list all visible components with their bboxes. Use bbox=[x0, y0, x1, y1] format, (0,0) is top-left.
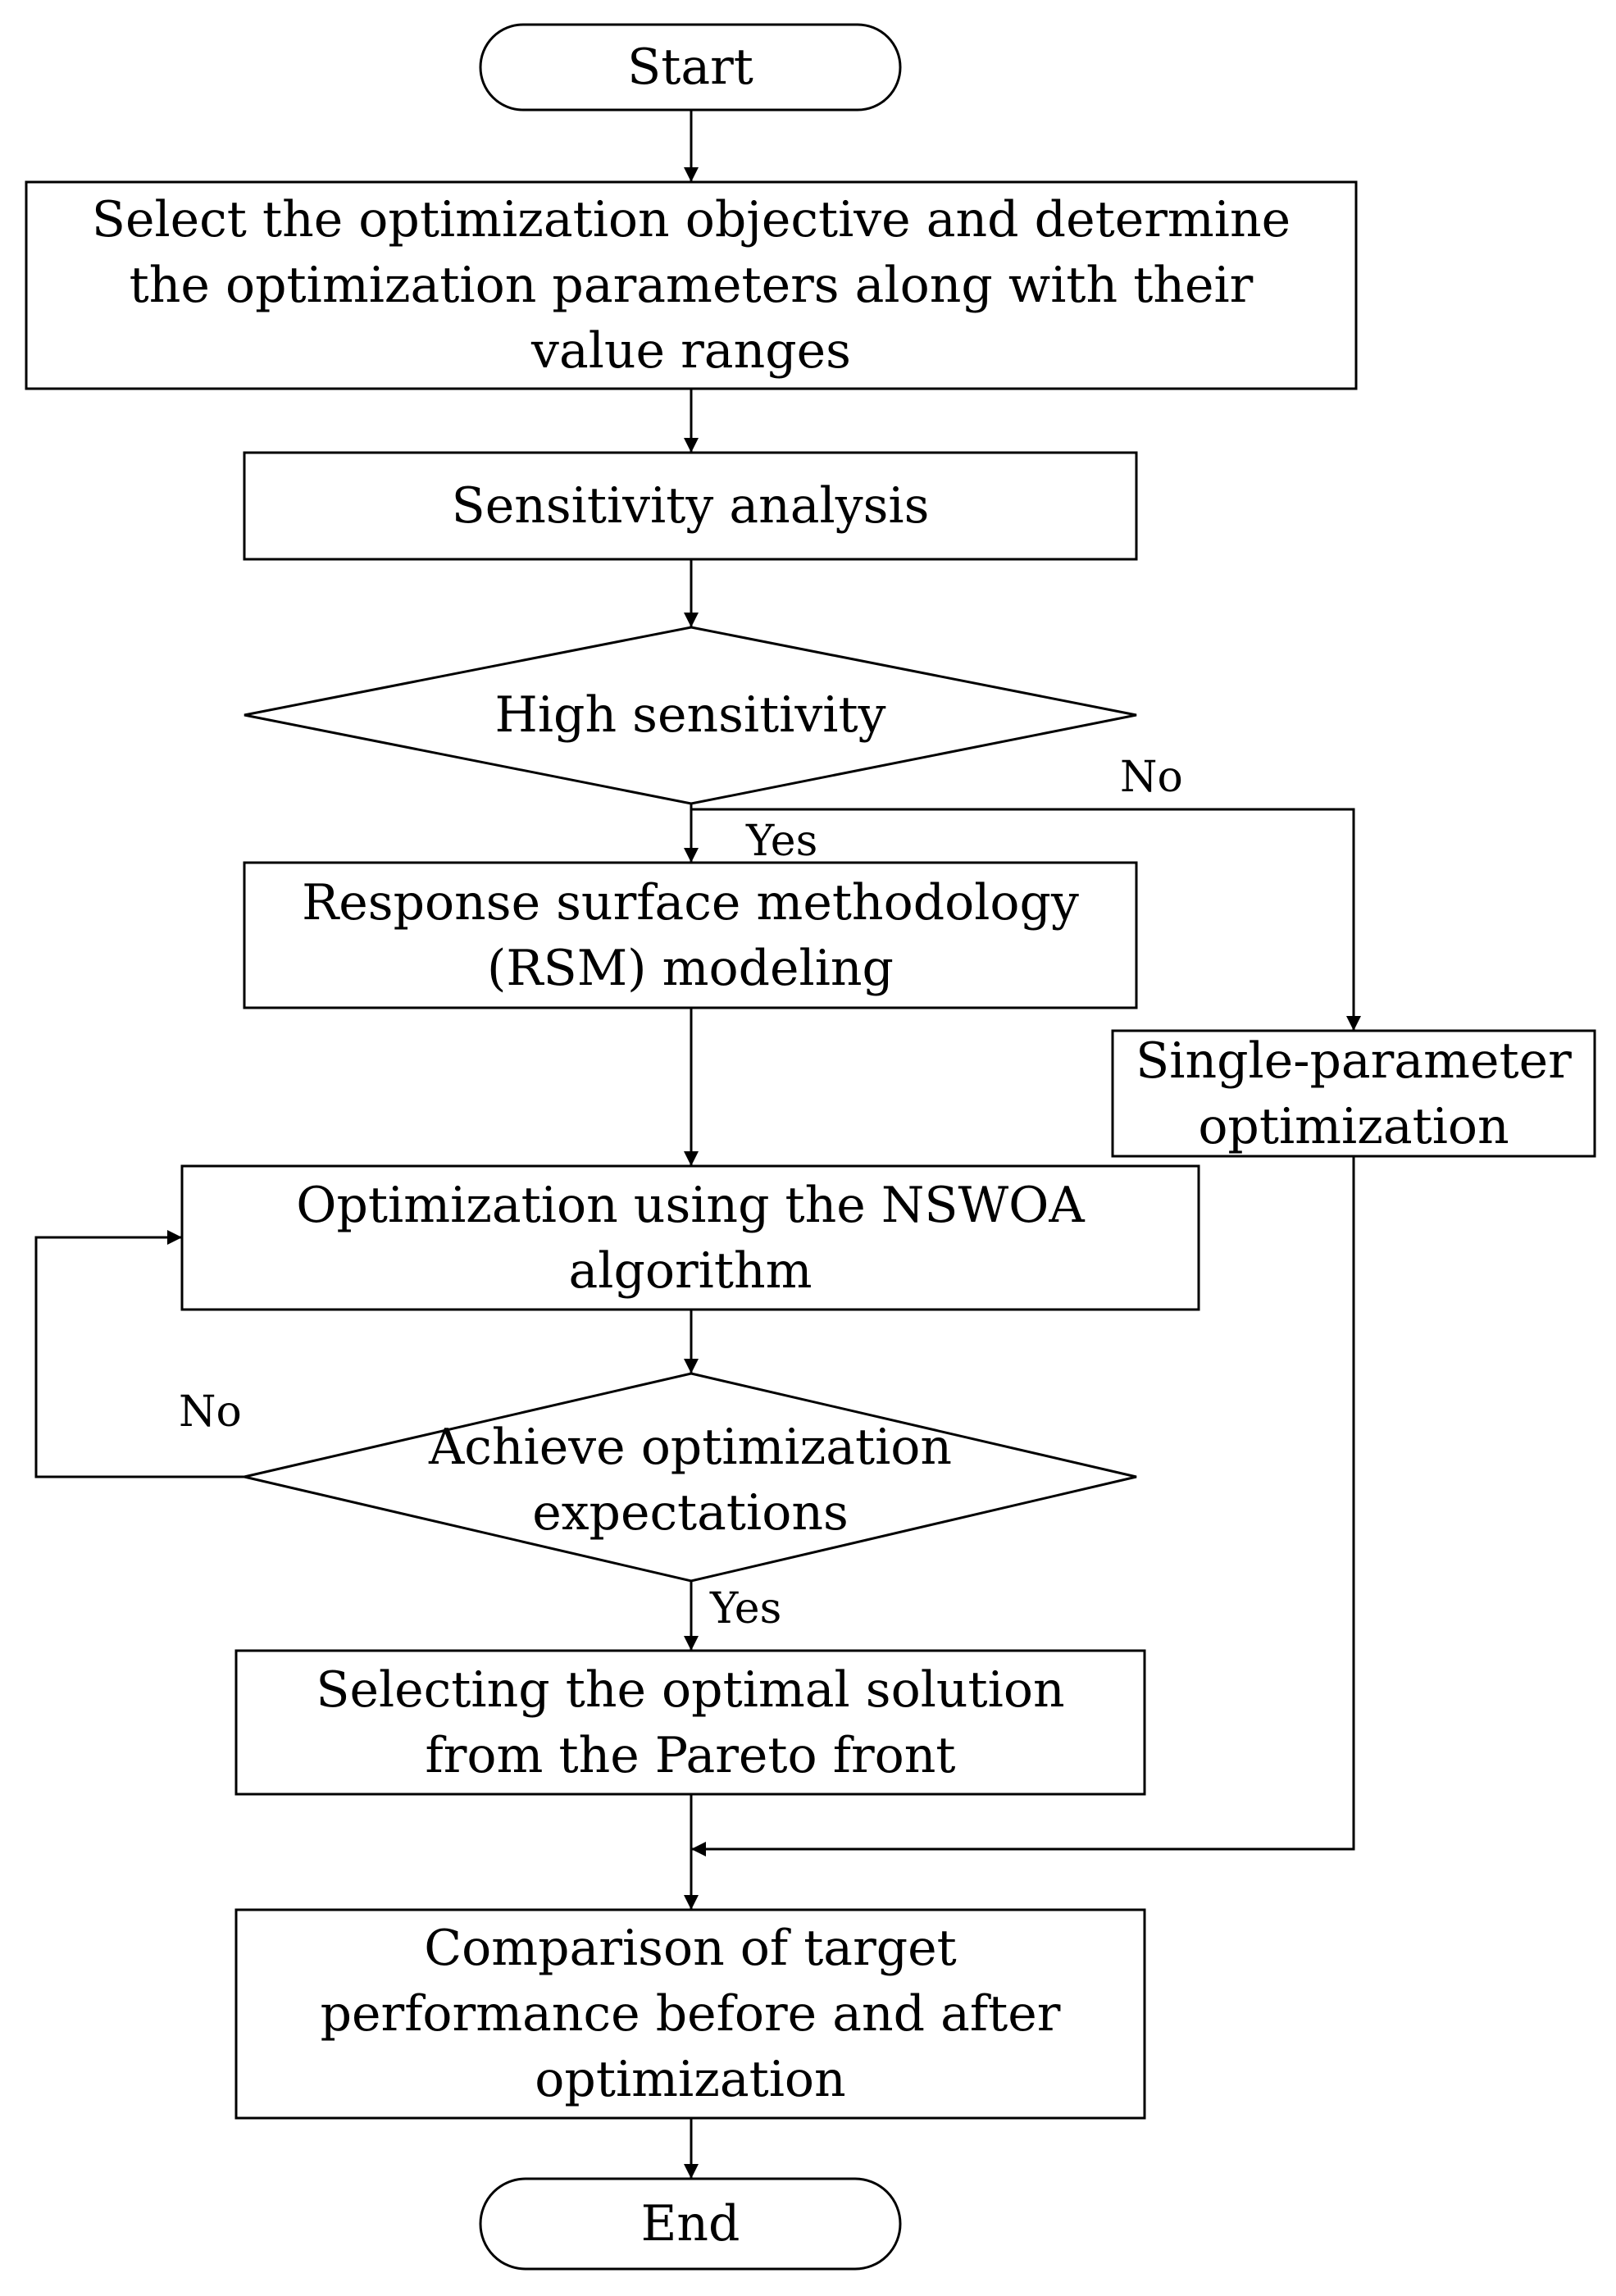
single-parameter-line-1: Single-parameter bbox=[1136, 1032, 1572, 1090]
achieve-no-label: No bbox=[179, 1387, 242, 1437]
high-sensitivity-decision: High sensitivity bbox=[244, 666, 1136, 764]
achieve-expectations-line-1: Achieve optimization bbox=[428, 1419, 953, 1476]
select-objective-line-2: the optimization parameters along with t… bbox=[129, 257, 1254, 314]
high-sensitivity-yes-label: Yes bbox=[746, 817, 818, 866]
select-optimal-line-1: Selecting the optimal solution bbox=[316, 1660, 1065, 1719]
nswoa-optimization-step: Optimization using the NSWOA algorithm bbox=[182, 1166, 1199, 1310]
select-objective-line-3: value ranges bbox=[531, 322, 851, 380]
arrow-no-loop-to-nswoa bbox=[34, 1230, 244, 1478]
rsm-modeling-line-2: (RSM) modeling bbox=[487, 939, 894, 997]
select-objective-line-1: Select the optimization objective and de… bbox=[91, 191, 1291, 248]
nswoa-optimization-line-1: Optimization using the NSWOA bbox=[296, 1176, 1085, 1234]
rsm-modeling-step: Response surface methodology (RSM) model… bbox=[244, 863, 1136, 1008]
sensitivity-analysis-step: Sensitivity analysis bbox=[244, 453, 1136, 559]
single-parameter-line-2: optimization bbox=[1198, 1097, 1509, 1155]
select-objective-step: Select the optimization objective and de… bbox=[26, 182, 1356, 389]
select-optimal-line-2: from the Pareto front bbox=[425, 1726, 956, 1784]
high-sensitivity-no-label: No bbox=[1120, 753, 1183, 802]
end-label: End bbox=[640, 2195, 740, 2253]
rsm-modeling-line-1: Response surface methodology bbox=[302, 873, 1079, 932]
comparison-step: Comparison of target performance before … bbox=[236, 1910, 1145, 2118]
high-sensitivity-label: High sensitivity bbox=[494, 686, 886, 744]
achieve-expectations-line-2: expectations bbox=[532, 1484, 849, 1542]
start-terminal: Start bbox=[480, 25, 900, 110]
start-label: Start bbox=[627, 39, 753, 96]
comparison-line-3: optimization bbox=[535, 2051, 846, 2108]
nswoa-optimization-line-2: algorithm bbox=[568, 1241, 813, 1300]
arrow-single-parameter-merge bbox=[691, 1156, 1355, 1856]
achieve-yes-label: Yes bbox=[710, 1584, 782, 1633]
select-optimal-step: Selecting the optimal solution from the … bbox=[236, 1651, 1145, 1794]
sensitivity-analysis-label: Sensitivity analysis bbox=[451, 477, 930, 535]
single-parameter-step: Single-parameter optimization bbox=[1113, 1031, 1595, 1156]
achieve-expectations-decision: Achieve optimization expectations bbox=[244, 1410, 1136, 1550]
comparison-line-1: Comparison of target bbox=[424, 1920, 957, 1977]
comparison-line-2: performance before and after bbox=[320, 1985, 1061, 2043]
end-terminal: End bbox=[480, 2179, 900, 2269]
arrow-no-to-single-parameter bbox=[691, 808, 1361, 1031]
